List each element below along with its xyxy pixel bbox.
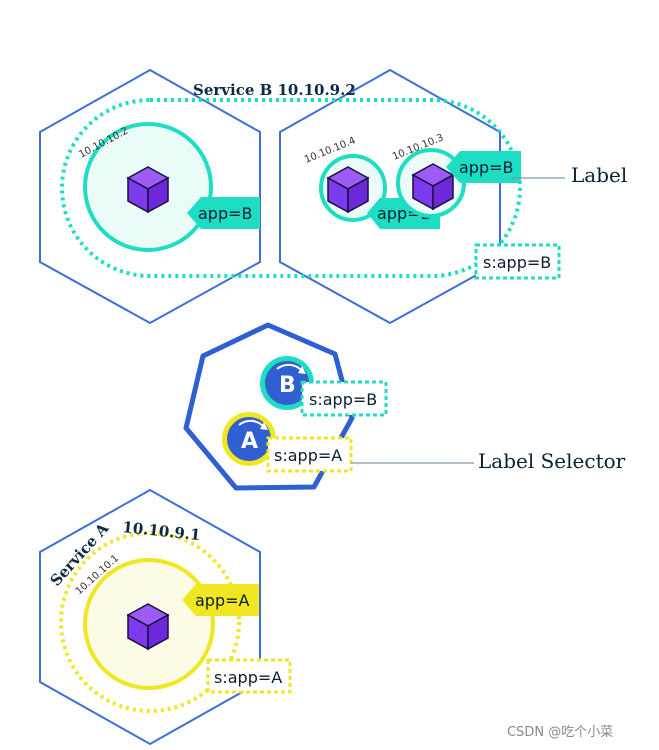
label-callout: Label <box>571 163 627 187</box>
selector-tag-box <box>266 436 353 473</box>
label-tag-shape <box>182 584 259 616</box>
pod-10-10-10-2: 10.10.10.2 app=B <box>77 122 260 252</box>
label-tag-shape <box>446 151 521 183</box>
label-selector-callout: Label Selector <box>478 449 626 473</box>
selector-tag-box <box>206 658 292 694</box>
pod-label-tag: app=B <box>459 158 514 177</box>
selector-tag-box <box>474 243 561 280</box>
service-b-selector-tag: s:app=B <box>483 253 551 272</box>
pod-10-10-10-1: 10.10.10.1 app=A <box>74 553 259 690</box>
worker-node-hexagon-bottom <box>39 488 261 746</box>
service-b-title: Service B 10.10.9.2 <box>193 81 356 99</box>
pod-10-10-10-3: 10.10.10.3 app=B <box>391 132 521 218</box>
service-a-boundary <box>59 531 241 713</box>
node-heptagon <box>183 322 355 491</box>
pod-label-tag: app=B <box>198 204 253 223</box>
label-tag-shape <box>187 197 260 229</box>
service-a-icon-group: A <box>222 412 276 466</box>
service-a-title-ip: 10.10.9.1 <box>122 518 202 544</box>
service-b-letter-icon: B <box>279 373 296 398</box>
pod-label-tag: app=A <box>195 591 250 610</box>
worker-node-hexagon-left <box>39 68 261 325</box>
worker-node-hexagon-right <box>279 68 501 325</box>
node-service-b-selector: s:app=B <box>309 390 377 409</box>
node-service-a-selector: s:app=A <box>274 446 342 465</box>
service-a-letter-icon: A <box>241 429 258 454</box>
service-b-boundary <box>60 98 522 278</box>
selector-tag-box <box>300 380 388 417</box>
service-a-selector-tag: s:app=A <box>214 668 282 687</box>
watermark: CSDN @吃个小菜 <box>507 724 613 740</box>
